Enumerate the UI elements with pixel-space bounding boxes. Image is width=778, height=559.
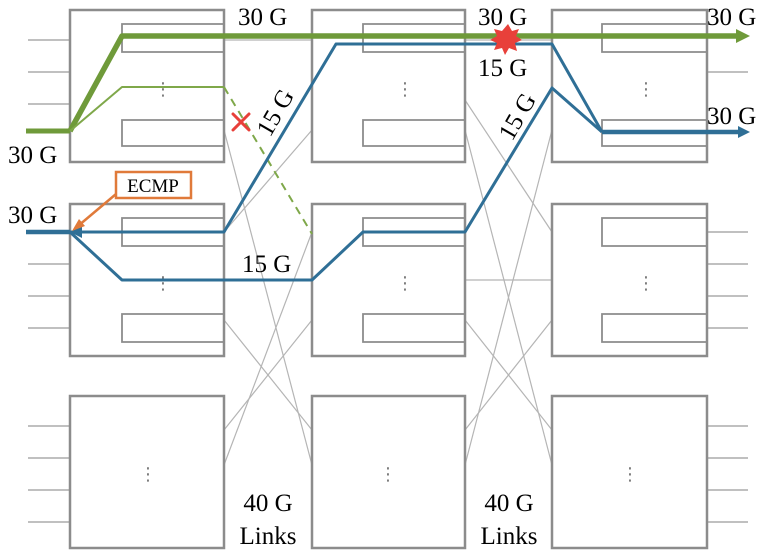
ellipsis-r3-c2: ⋮ — [379, 464, 397, 485]
switch-r2-c3 — [550, 202, 709, 358]
label-links-b-name: Links — [481, 523, 538, 550]
label-links-b-speed: 40 G — [484, 490, 533, 517]
label-in-mid: 30 G — [8, 202, 57, 229]
mesh-links-right — [464, 39, 553, 466]
label-blue-split-a: 15 G — [478, 55, 527, 82]
ellipsis-markers: ⋮ ⋮ ⋮ ⋮ ⋮ ⋮ ⋮ ⋮ ⋮ — [139, 79, 655, 485]
ellipsis-r2-c3: ⋮ — [637, 273, 655, 294]
ellipsis-r2-c2: ⋮ — [396, 273, 414, 294]
switch-r1-c2 — [310, 8, 467, 164]
label-out-top: 30 G — [707, 4, 756, 31]
switch-r3-c2 — [310, 394, 467, 550]
label-links-a-speed: 40 G — [243, 490, 292, 517]
switch-r3-c3 — [550, 394, 709, 550]
ellipsis-r3-c3: ⋮ — [621, 464, 639, 485]
input-stubs — [28, 39, 70, 523]
label-blue-split-b: 15 G — [242, 251, 291, 278]
label-links-a-name: Links — [240, 523, 297, 550]
ecmp-callout: ECMP — [72, 170, 193, 231]
label-out-bottom: 30 G — [707, 103, 756, 130]
blue-arrowhead-out — [738, 126, 750, 138]
ellipsis-r1-c1: ⋮ — [154, 79, 172, 100]
green-arrowhead — [736, 29, 750, 43]
label-in-top: 30 G — [8, 142, 57, 169]
label-diag-a: 15 G — [252, 85, 300, 141]
blue-flow — [26, 42, 750, 282]
ellipsis-r1-c3: ⋮ — [637, 79, 655, 100]
label-top-link-a: 30 G — [238, 4, 287, 31]
output-stubs — [707, 71, 748, 523]
congestion-burst-icon — [490, 24, 522, 55]
link-failure-x — [231, 112, 251, 132]
switch-r2-c2 — [310, 202, 467, 358]
ecmp-label: ECMP — [127, 176, 179, 197]
ellipsis-r3-c1: ⋮ — [139, 464, 157, 485]
ellipsis-r1-c2: ⋮ — [396, 79, 414, 100]
switch-r3-c1 — [68, 394, 226, 550]
label-top-link-b: 30 G — [478, 4, 527, 31]
ellipsis-r2-c1: ⋮ — [154, 273, 172, 294]
